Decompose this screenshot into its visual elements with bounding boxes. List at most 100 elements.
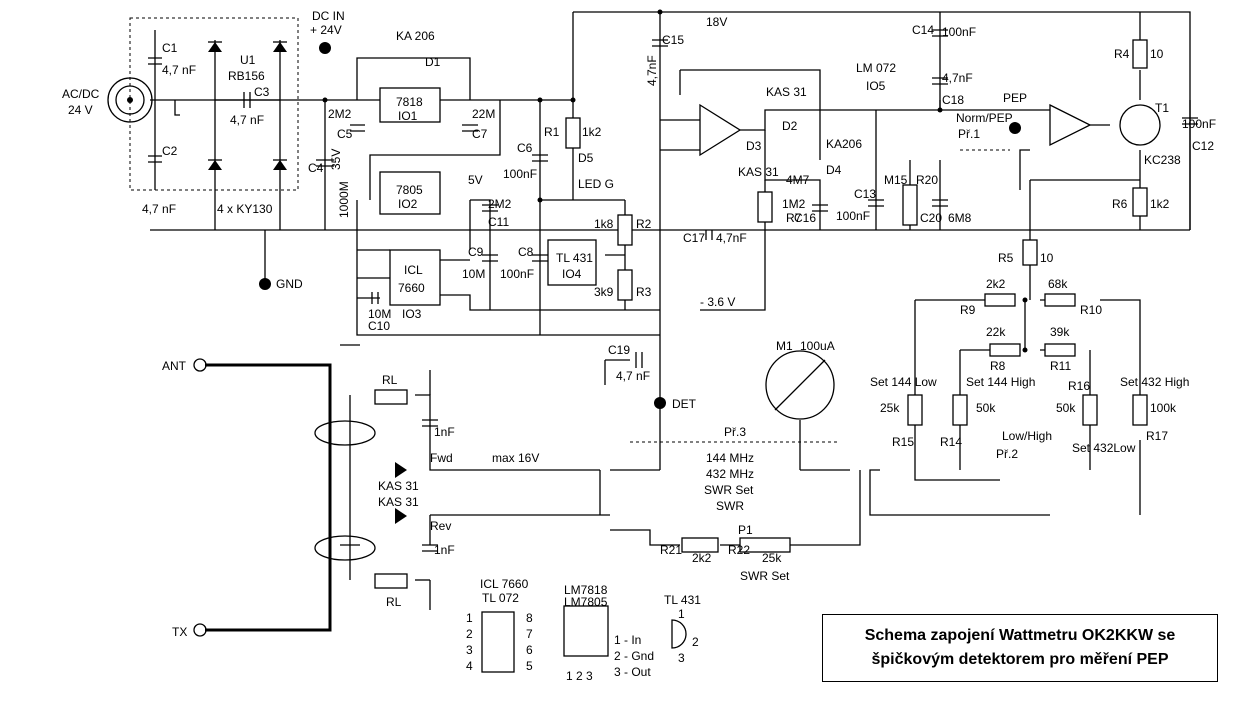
label-c4-volt: 35V xyxy=(329,149,343,170)
label-io1: IO1 xyxy=(398,109,418,123)
pinout-123: 1 2 3 xyxy=(566,669,593,683)
label-1nf-bottom: 1nF xyxy=(434,543,455,557)
label-24v-dc: + 24V xyxy=(310,23,342,37)
label-c13-value: 100nF xyxy=(836,209,870,223)
label-c10: C10 xyxy=(368,319,390,333)
capacitors xyxy=(148,29,1198,552)
label-c15: C15 xyxy=(662,33,684,47)
label-r9: R9 xyxy=(960,303,976,317)
label-c15-value: 4,7nF xyxy=(645,55,659,86)
label-r11-value: 39k xyxy=(1050,325,1070,339)
label-r11: R11 xyxy=(1050,359,1071,373)
label-c19-value: 4,7 nF xyxy=(616,369,650,383)
label-io3: IO3 xyxy=(402,307,422,321)
label-r4-value: 10 xyxy=(1150,47,1164,61)
label-pr3: Př.3 xyxy=(724,425,746,439)
label-c8: C8 xyxy=(518,245,534,259)
pinout-lm7818: LM7818 xyxy=(564,583,608,597)
pinout-tl431-label: TL 431 xyxy=(664,593,701,607)
pin-1: 1 xyxy=(466,611,473,625)
label-c18-value: 4,7nF xyxy=(942,71,973,85)
label-c3: C3 xyxy=(254,85,270,99)
label-kc238: KC238 xyxy=(1144,153,1181,167)
label-r1: R1 xyxy=(544,125,560,139)
label-c18: C18 xyxy=(942,93,964,107)
label-d2: D2 xyxy=(782,119,798,133)
label-c16: C16 xyxy=(794,211,816,225)
label-io1-type: 7818 xyxy=(396,95,423,109)
label-fwd: Fwd xyxy=(430,451,453,465)
label-r14: R14 xyxy=(940,435,962,449)
label-c3-value: 4,7 nF xyxy=(230,113,264,127)
label-c6-value: 100nF xyxy=(503,167,537,181)
label-io4: IO4 xyxy=(562,267,582,281)
label-io2: IO2 xyxy=(398,197,418,211)
diode-fwd xyxy=(395,462,407,478)
pin-2: 2 xyxy=(466,627,473,641)
label-c11: C11 xyxy=(488,215,509,229)
label-c9: C9 xyxy=(468,245,484,259)
label-set144high: Set 144 High xyxy=(966,375,1035,389)
title-box: Schema zapojení Wattmetru OK2KKW se špič… xyxy=(822,614,1218,682)
diode-rev xyxy=(395,508,407,524)
label-c17: C17 xyxy=(683,231,705,245)
label-r10: R10 xyxy=(1080,303,1102,317)
label-d5: D5 xyxy=(578,151,594,165)
title-line-2: špičkovým detektorem pro měření PEP xyxy=(871,651,1169,668)
label-ant: ANT xyxy=(162,359,187,373)
label-d4: D4 xyxy=(826,163,842,177)
label-c7: C7 xyxy=(472,127,488,141)
label-r5: R5 xyxy=(998,251,1014,265)
label-r10-value: 68k xyxy=(1048,277,1068,291)
label-m1: M1 xyxy=(776,339,793,353)
label-low-high: Low/High xyxy=(1002,429,1052,443)
label-c5: C5 xyxy=(337,127,353,141)
title-line-1: Schema zapojení Wattmetru OK2KKW se xyxy=(864,627,1176,644)
label-u1: U1 xyxy=(240,53,256,67)
label-c19: C19 xyxy=(608,343,630,357)
label-r9-value: 2k2 xyxy=(986,277,1006,291)
label-r3-value: 3k9 xyxy=(594,285,614,299)
label-r16: R16 xyxy=(1068,379,1090,393)
label-c2: C2 xyxy=(162,144,178,158)
pin-6: 6 xyxy=(526,643,533,657)
label-r2: R2 xyxy=(636,217,652,231)
label-rl-top: RL xyxy=(382,373,398,387)
label-swr: SWR xyxy=(716,499,744,513)
label-acdc: AC/DC xyxy=(62,87,100,101)
ant-socket xyxy=(193,358,207,372)
acdc-connector xyxy=(107,77,153,123)
pin-8: 8 xyxy=(526,611,533,625)
label-pep: PEP xyxy=(1003,91,1027,105)
label-c7-value: 22M xyxy=(472,107,495,121)
tx-socket xyxy=(193,623,207,637)
label-rl-bottom: RL xyxy=(386,595,402,609)
label-io5: IO5 xyxy=(866,79,886,93)
io3-box xyxy=(389,249,441,306)
label-ka206: KA 206 xyxy=(396,29,435,43)
io4-box xyxy=(547,239,597,286)
toroid-rev xyxy=(314,535,376,561)
label-kas31-d3: KAS 31 xyxy=(738,165,779,179)
pinout-icl7660: ICL 7660 xyxy=(480,577,529,591)
io1-box xyxy=(379,87,441,123)
label-tx: TX xyxy=(172,625,187,639)
label-swrset-pot: SWR Set xyxy=(740,569,790,583)
label-c9-value: 10M xyxy=(462,267,485,281)
label-rb156: RB156 xyxy=(228,69,265,83)
label-dcin: DC IN xyxy=(312,9,345,23)
resistors xyxy=(374,39,1148,589)
wires xyxy=(150,11,1191,610)
pinout-tl072: TL 072 xyxy=(482,591,519,605)
pinout-gnd: 2 - Gnd xyxy=(614,649,654,663)
rectifier-box xyxy=(129,17,299,191)
label-ledg: LED G xyxy=(578,177,614,191)
label-c6: C6 xyxy=(517,141,533,155)
label-100k: 100k xyxy=(1150,401,1177,415)
opamp-1 xyxy=(699,103,742,157)
label-r3: R3 xyxy=(636,285,652,299)
label-r1-value: 1k2 xyxy=(582,125,602,139)
label-r7-value: 1M2 xyxy=(782,197,806,211)
label-set432high: Set 432 High xyxy=(1120,375,1189,389)
pinout-tl431-3: 3 xyxy=(678,651,685,665)
